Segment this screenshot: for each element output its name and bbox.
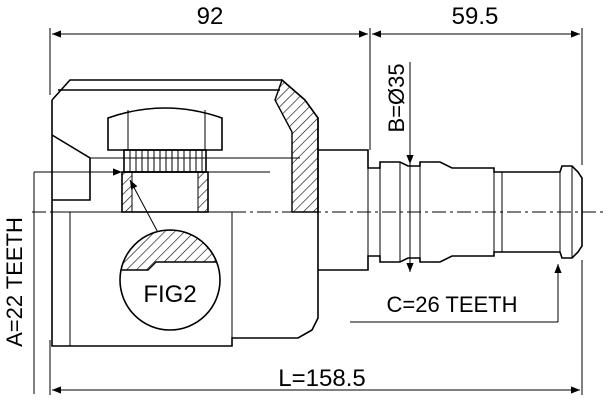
fig2-label: FIG2 <box>143 281 196 308</box>
leader-outer-teeth <box>33 168 122 394</box>
outer-teeth-label: A=22 TEETH <box>2 217 27 347</box>
tripod-roller <box>107 107 223 213</box>
extension-lines <box>49 28 583 395</box>
dimension-92-label: 92 <box>197 3 224 30</box>
dimension-59-5-label: 59.5 <box>452 3 499 30</box>
shaft-teeth-label: C=26 TEETH <box>386 292 517 317</box>
dimension-shaft-diameter-label: B=Ø35 <box>384 63 409 132</box>
stub-shaft <box>317 149 583 271</box>
dimension-total-length-label: L=158.5 <box>278 365 365 392</box>
leader-shaft-teeth <box>350 264 562 323</box>
